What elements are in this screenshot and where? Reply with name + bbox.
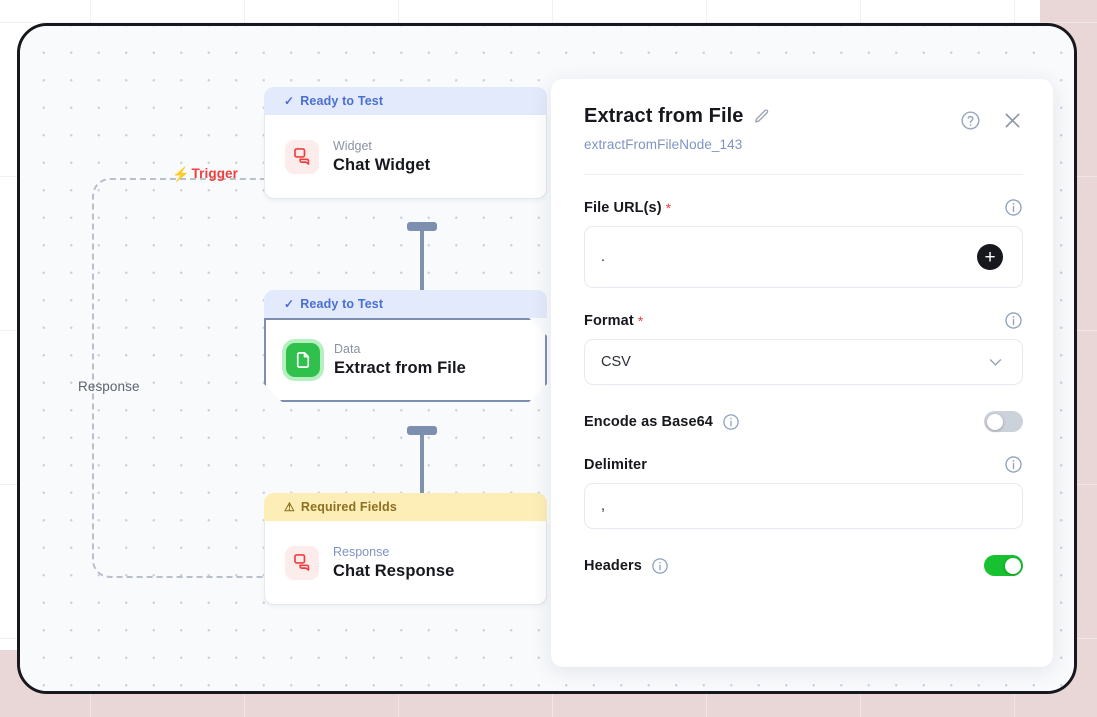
field-delimiter: Delimiter ,	[584, 455, 1023, 529]
node-title-label: Extract from File	[334, 359, 466, 377]
node-status-text: Ready to Test	[300, 297, 384, 311]
node-kind-label: Data	[334, 342, 361, 356]
node-id-label: extractFromFileNode_143	[584, 137, 743, 152]
toggle-knob	[1004, 557, 1021, 574]
file-urls-value: .	[601, 249, 606, 265]
node-extract-from-file[interactable]: ✓ Ready to Test Data Extract from File	[264, 290, 547, 402]
field-label: Encode as Base64	[584, 413, 713, 430]
node-body[interactable]: Data Extract from File	[264, 318, 547, 402]
node-kind-label: Widget	[333, 138, 372, 153]
field-label: Format	[584, 312, 634, 329]
info-icon[interactable]	[651, 557, 669, 575]
field-label: File URL(s)	[584, 199, 662, 216]
info-icon[interactable]	[1004, 455, 1023, 474]
node-status-text: Ready to Test	[300, 94, 384, 108]
chevron-down-icon[interactable]	[987, 354, 1004, 371]
node-title-label: Chat Response	[333, 561, 455, 580]
info-icon[interactable]	[1004, 311, 1023, 330]
field-format: Format * CSV	[584, 311, 1023, 385]
field-file-urls: File URL(s) * . +	[584, 198, 1023, 288]
node-config-panel: Extract from File	[551, 79, 1053, 667]
trigger-label-text: Trigger	[191, 166, 239, 181]
node-status-banner: ⚠ Required Fields	[264, 493, 547, 521]
headers-toggle[interactable]	[984, 555, 1023, 576]
warning-triangle-icon: ⚠	[284, 500, 295, 514]
close-icon[interactable]	[1002, 110, 1023, 131]
toggle-knob	[986, 413, 1003, 430]
check-icon: ✓	[284, 94, 295, 108]
node-chat-widget[interactable]: ✓ Ready to Test Widget Chat Widget	[264, 87, 547, 199]
app-window: ⚡ Trigger Response ✓ Ready to Test	[17, 23, 1077, 694]
panel-divider	[584, 174, 1023, 175]
workflow-canvas[interactable]: ⚡ Trigger Response ✓ Ready to Test	[20, 26, 1074, 691]
node-body[interactable]: Response Chat Response	[264, 521, 547, 605]
connector-cap-top	[407, 222, 437, 231]
trigger-response-loop	[92, 178, 292, 578]
chat-bubble-icon	[285, 545, 319, 580]
node-text: Widget Chat Widget	[333, 139, 430, 175]
file-document-icon	[286, 343, 320, 377]
field-encode-base64: Encode as Base64	[584, 411, 1023, 432]
encode-base64-toggle[interactable]	[984, 411, 1023, 432]
question-circle-icon[interactable]	[960, 110, 981, 131]
delimiter-input[interactable]: ,	[584, 483, 1023, 529]
node-status-banner: ✓ Ready to Test	[264, 290, 547, 318]
add-url-button[interactable]: +	[977, 244, 1003, 270]
node-status-banner: ✓ Ready to Test	[264, 87, 547, 115]
node-kind-label: Response	[333, 544, 390, 559]
node-text: Response Chat Response	[333, 545, 454, 581]
trigger-label: ⚡ Trigger	[172, 166, 238, 181]
field-label: Headers	[584, 557, 642, 574]
delimiter-value: ,	[601, 498, 606, 514]
panel-header-actions	[960, 105, 1023, 131]
panel-header: Extract from File	[584, 105, 1023, 131]
node-chat-response[interactable]: ⚠ Required Fields Response Chat Response	[264, 493, 547, 605]
required-asterisk: *	[665, 199, 672, 216]
field-label-row: Delimiter	[584, 455, 1023, 474]
format-select[interactable]: CSV	[584, 339, 1023, 385]
node-status-text: Required Fields	[300, 500, 397, 514]
field-label-row: Format *	[584, 311, 1023, 330]
pencil-icon[interactable]	[753, 108, 770, 125]
response-label: Response	[78, 379, 140, 394]
node-title-label: Chat Widget	[333, 155, 431, 174]
field-label-row: File URL(s) *	[584, 198, 1023, 217]
file-urls-input[interactable]: . +	[584, 226, 1023, 288]
chat-bubble-icon	[285, 139, 319, 174]
info-icon[interactable]	[722, 413, 740, 431]
connector-cap-top	[407, 426, 437, 435]
lightning-bolt-icon: ⚡	[172, 165, 190, 182]
node-text: Data Extract from File	[334, 342, 466, 378]
check-icon: ✓	[284, 297, 295, 311]
info-icon[interactable]	[1004, 198, 1023, 217]
format-value: CSV	[601, 354, 631, 370]
field-headers: Headers	[584, 555, 1023, 576]
field-label: Delimiter	[584, 456, 647, 473]
node-body[interactable]: Widget Chat Widget	[264, 115, 547, 199]
page-title: Extract from File	[584, 105, 744, 127]
required-asterisk: *	[637, 312, 644, 329]
